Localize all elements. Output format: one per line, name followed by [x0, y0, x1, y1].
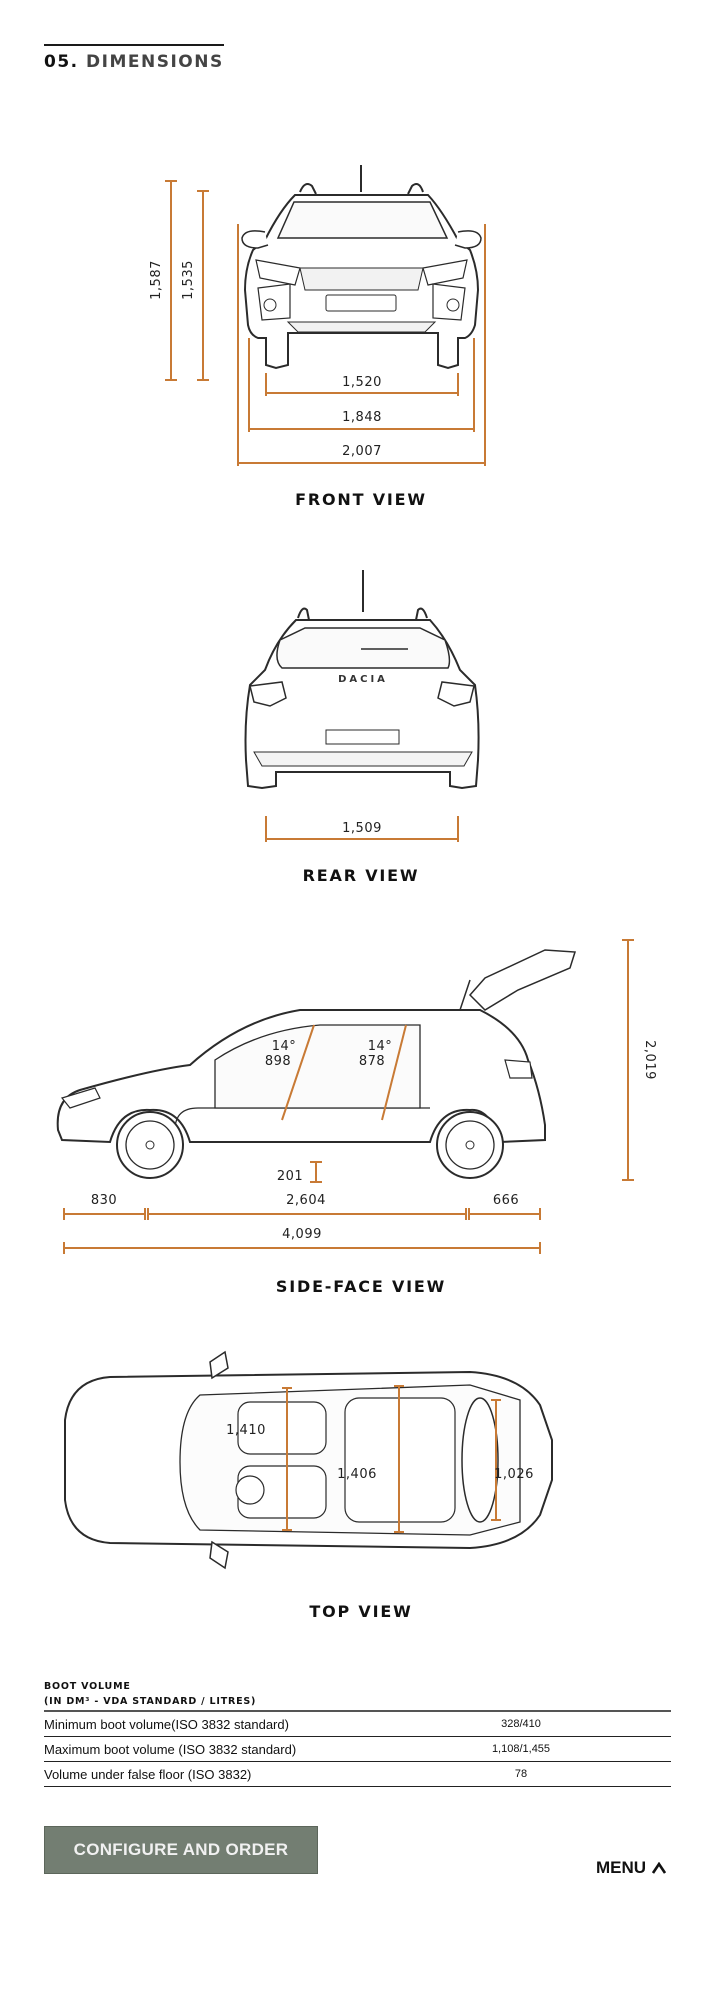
- dim-rear-angle: 14°: [368, 1039, 393, 1054]
- dim-front-headroom: 898: [265, 1054, 291, 1069]
- boot-volume-heading: BOOT VOLUME (IN DM³ - VDA STANDARD / LIT…: [44, 1679, 256, 1709]
- rear-view-label: REAR VIEW: [302, 866, 420, 885]
- dim-height-1535: 1,535: [181, 260, 196, 300]
- row-value: 78: [401, 1761, 671, 1787]
- front-view-label: FRONT VIEW: [295, 490, 427, 509]
- menu-button[interactable]: MENU: [596, 1858, 667, 1878]
- dim-height-1587: 1,587: [149, 260, 164, 300]
- dim-front-track: 1,520: [342, 375, 382, 390]
- dim-wheelbase: 2,604: [286, 1193, 326, 1208]
- dim-rear-overhang: 666: [493, 1193, 519, 1208]
- side-car-outline: [56, 949, 576, 1179]
- side-view-drawing: 14° 898 14° 878 201 830 2,604 666 4,099 …: [56, 939, 657, 1254]
- side-view-label: SIDE-FACE VIEW: [275, 1277, 447, 1296]
- table-row: Volume under false floor (ISO 3832) 78: [44, 1761, 671, 1787]
- dim-ground-clearance: 201: [277, 1169, 303, 1184]
- dim-overall-length: 4,099: [282, 1227, 322, 1242]
- dim-rear-elbow-width: 1,406: [337, 1467, 377, 1482]
- table-row: Maximum boot volume (ISO 3832 standard) …: [44, 1736, 671, 1762]
- dacia-badge: DACIA: [338, 674, 388, 685]
- row-label: Minimum boot volume(ISO 3832 standard): [44, 1710, 401, 1737]
- configure-and-order-button[interactable]: CONFIGURE AND ORDER: [44, 1826, 318, 1874]
- rear-view-drawing: DACIA 1,509: [244, 570, 480, 842]
- dim-front-overhang: 830: [91, 1193, 117, 1208]
- dim-width-no-mirrors: 1,848: [342, 410, 382, 425]
- section-title-text: DIMENSIONS: [86, 52, 224, 72]
- dim-rear-track: 1,509: [342, 821, 382, 836]
- boot-volume-table: Minimum boot volume(ISO 3832 standard) 3…: [44, 1710, 671, 1787]
- top-view-drawing: 1,410 1,406 1,026: [64, 1350, 553, 1570]
- dim-boot-width: 1,026: [494, 1467, 534, 1482]
- boot-volume-heading-line1: BOOT VOLUME: [44, 1681, 131, 1692]
- front-car-outline: [241, 165, 482, 370]
- dim-front-angle: 14°: [272, 1039, 297, 1054]
- dim-width-mirrors: 2,007: [342, 444, 382, 459]
- top-car-outline: [64, 1350, 553, 1570]
- header-rule: [44, 44, 224, 46]
- chevron-up-icon: [652, 1862, 667, 1874]
- dim-tailgate-height: 2,019: [642, 1040, 657, 1080]
- boot-volume-heading-line2: (IN DM³ - VDA STANDARD / LITRES): [44, 1696, 257, 1707]
- side-dimension-lines: [63, 939, 634, 1254]
- front-view-drawing: 1,587 1,535 1,520 1,848 2,007: [149, 165, 486, 466]
- rear-car-outline: DACIA: [244, 570, 480, 790]
- rear-dimension-lines: [265, 816, 459, 842]
- table-row: Minimum boot volume(ISO 3832 standard) 3…: [44, 1710, 671, 1737]
- top-view-label: TOP VIEW: [309, 1602, 413, 1621]
- dim-front-elbow-width: 1,410: [226, 1423, 266, 1438]
- front-dimension-lines: [165, 180, 486, 466]
- row-value: 1,108/1,455: [401, 1736, 671, 1762]
- row-value: 328/410: [401, 1710, 671, 1737]
- section-number: 05.: [44, 52, 79, 72]
- section-title: 05. DIMENSIONS: [44, 52, 224, 72]
- row-label: Volume under false floor (ISO 3832): [44, 1761, 401, 1787]
- row-label: Maximum boot volume (ISO 3832 standard): [44, 1736, 401, 1762]
- menu-label: MENU: [596, 1858, 647, 1877]
- dim-rear-headroom: 878: [359, 1054, 385, 1069]
- top-dimension-lines: [282, 1385, 501, 1533]
